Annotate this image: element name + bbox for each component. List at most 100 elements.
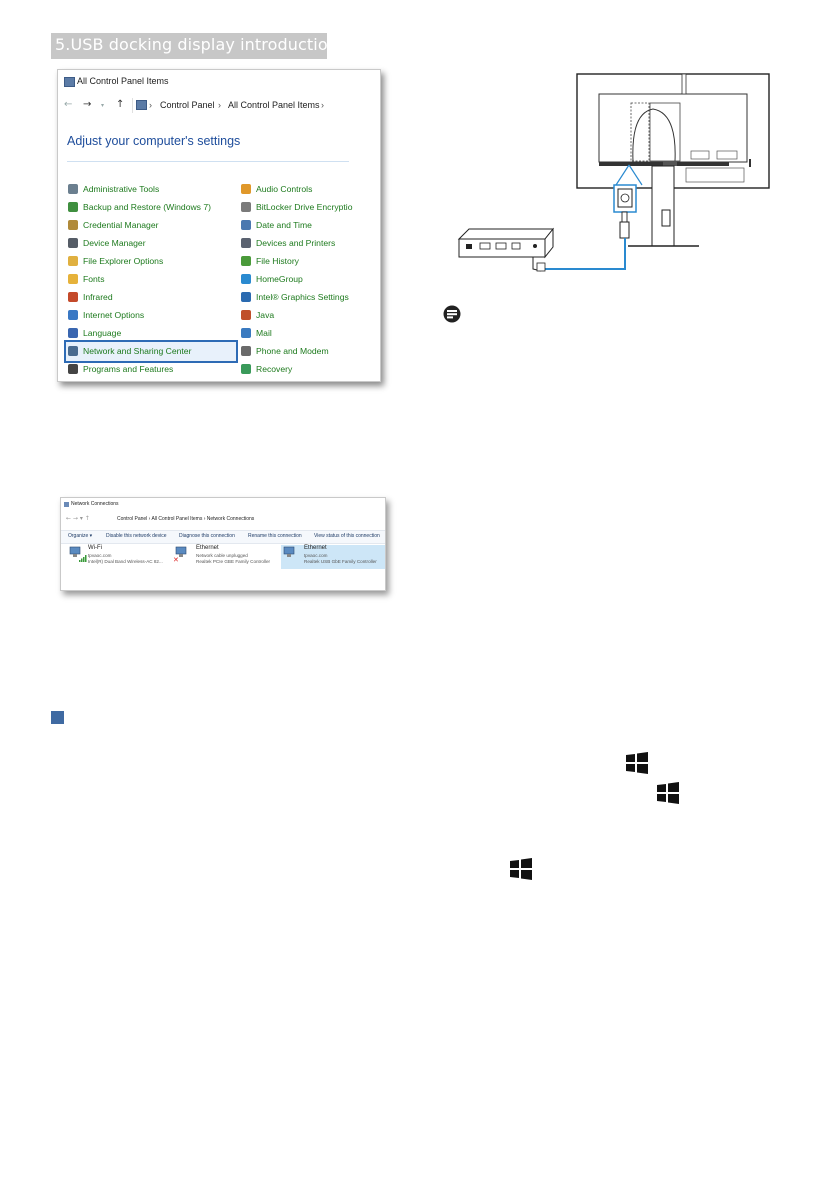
breadcrumb-all-items[interactable]: All Control Panel Items <box>228 100 320 110</box>
control-panel-item-label: Network and Sharing Center <box>83 346 192 356</box>
breadcrumb-separator: › <box>149 100 152 110</box>
network-icon <box>68 346 78 356</box>
address-bar[interactable]: Control Panel › All Control Panel Items … <box>117 516 255 522</box>
docking-connection-diagram <box>457 73 770 272</box>
control-panel-item[interactable]: Audio Controls <box>241 182 312 196</box>
recovery-icon <box>241 364 251 374</box>
homegroup-icon <box>241 274 251 284</box>
connection-adapter: Intel(R) Dual Band Wireless-AC 82... <box>88 559 163 564</box>
control-panel-icon <box>64 77 75 87</box>
windows-logo-icon <box>510 858 532 880</box>
navigation-arrows[interactable]: ← → ▾ ↑ <box>66 515 90 522</box>
window-title: All Control Panel Items <box>77 76 169 86</box>
control-panel-item-label: Java <box>256 310 275 320</box>
date-time-icon <box>241 220 251 230</box>
breadcrumb-separator: › <box>218 100 221 110</box>
diagnose-button[interactable]: Diagnose this connection <box>179 533 235 539</box>
folder-options-icon <box>68 256 78 266</box>
connection-name[interactable]: Ethernet <box>196 545 219 551</box>
control-panel-item[interactable]: Device Manager <box>68 236 146 250</box>
connection-name[interactable]: Ethernet <box>304 545 327 551</box>
up-arrow-icon[interactable]: ↑ <box>116 99 125 110</box>
connection-network: tpvaoc.com <box>88 553 112 558</box>
toolbar <box>61 530 385 544</box>
breadcrumb-control-panel[interactable]: Control Panel <box>160 100 215 110</box>
control-panel-item[interactable]: HomeGroup <box>241 272 303 286</box>
windows-logo-icon <box>657 782 679 804</box>
control-panel-item-label: Intel® Graphics Settings <box>256 292 349 302</box>
windows-logo-icon <box>626 752 648 774</box>
admin-tools-icon <box>68 184 78 194</box>
control-panel-item[interactable]: Credential Manager <box>68 218 158 232</box>
selection-highlight <box>64 340 238 363</box>
monitor-stand <box>628 165 745 247</box>
internet-options-icon <box>68 310 78 320</box>
control-panel-item[interactable]: File Explorer Options <box>68 254 163 268</box>
control-panel-item[interactable]: Programs and Features <box>68 362 173 376</box>
control-panel-item[interactable]: Date and Time <box>241 218 312 232</box>
connection-adapter: Realtek PCIe GBE Family Controller <box>196 559 271 564</box>
docking-device <box>457 227 555 272</box>
window-title: Network Connections <box>71 501 119 507</box>
control-panel-item[interactable]: Mail <box>241 326 272 340</box>
network-connections-icon <box>64 502 69 507</box>
control-panel-item-label: Date and Time <box>256 220 312 230</box>
control-panel-item-label: Recovery <box>256 364 293 374</box>
address-folder-icon <box>136 100 147 110</box>
mail-icon <box>241 328 251 338</box>
back-arrow-icon[interactable]: ← <box>64 99 73 110</box>
control-panel-item[interactable]: BitLocker Drive Encryptio <box>241 200 352 214</box>
control-panel-item[interactable]: Backup and Restore (Windows 7) <box>68 200 211 214</box>
control-panel-item-label: Backup and Restore (Windows 7) <box>83 202 212 212</box>
control-panel-item-label: Audio Controls <box>256 184 313 194</box>
connection-status: Network cable unplugged <box>196 553 248 558</box>
selected-connection-highlight <box>281 545 385 569</box>
control-panel-item[interactable]: Java <box>241 308 274 322</box>
control-panel-item[interactable]: Network and Sharing Center <box>68 344 191 358</box>
control-panel-item-label: Fonts <box>83 274 105 284</box>
rename-button[interactable]: Rename this connection <box>248 533 302 539</box>
control-panel-item[interactable]: Fonts <box>68 272 105 286</box>
address-bar[interactable] <box>132 98 380 113</box>
control-panel-item-label: Internet Options <box>83 310 145 320</box>
intel-graphics-icon <box>241 292 251 302</box>
phone-modem-icon <box>241 346 251 356</box>
control-panel-item[interactable]: Recovery <box>241 362 292 376</box>
wifi-adapter-icon <box>69 546 81 557</box>
control-panel-item[interactable]: Internet Options <box>68 308 144 322</box>
title-bar: All Control Panel Items <box>58 70 380 94</box>
recent-dropdown-icon[interactable]: ▾ <box>101 102 105 109</box>
credential-icon <box>68 220 78 230</box>
disable-device-button[interactable]: Disable this network device <box>106 533 167 539</box>
section-banner <box>51 33 327 59</box>
control-panel-item[interactable]: Infrared <box>68 290 113 304</box>
control-panel-item[interactable]: Administrative Tools <box>68 182 159 196</box>
organize-button[interactable]: Organize ▾ <box>68 533 93 539</box>
control-panel-item-label: File History <box>256 256 299 266</box>
connection-network: tpvaoc.com <box>304 553 328 558</box>
control-panel-item[interactable]: Intel® Graphics Settings <box>241 290 349 304</box>
control-panel-item[interactable]: Language <box>68 326 121 340</box>
control-panel-item-label: BitLocker Drive Encryptio <box>256 202 353 212</box>
backup-icon <box>68 202 78 212</box>
control-panel-item-label: Administrative Tools <box>83 184 160 194</box>
ethernet-adapter-icon <box>283 546 295 557</box>
forward-arrow-icon[interactable]: → <box>83 99 92 110</box>
control-panel-item-label: Language <box>83 328 122 338</box>
view-status-button[interactable]: View status of this connection <box>314 533 380 539</box>
control-panel-item-label: Mail <box>256 328 272 338</box>
language-icon <box>68 328 78 338</box>
java-icon <box>241 310 251 320</box>
control-panel-item-label: Credential Manager <box>83 220 159 230</box>
note-icon <box>443 305 461 323</box>
ethernet-adapter-icon <box>175 546 187 557</box>
infrared-icon <box>68 292 78 302</box>
usb-c-cable <box>543 238 626 270</box>
control-panel-item[interactable]: Devices and Printers <box>241 236 335 250</box>
page-heading: Adjust your computer's settings <box>67 134 241 148</box>
control-panel-item[interactable]: File History <box>241 254 299 268</box>
fonts-icon <box>68 274 78 284</box>
connection-name[interactable]: Wi-Fi <box>88 545 102 551</box>
control-panel-item-label: Device Manager <box>83 238 146 248</box>
control-panel-item[interactable]: Phone and Modem <box>241 344 329 358</box>
